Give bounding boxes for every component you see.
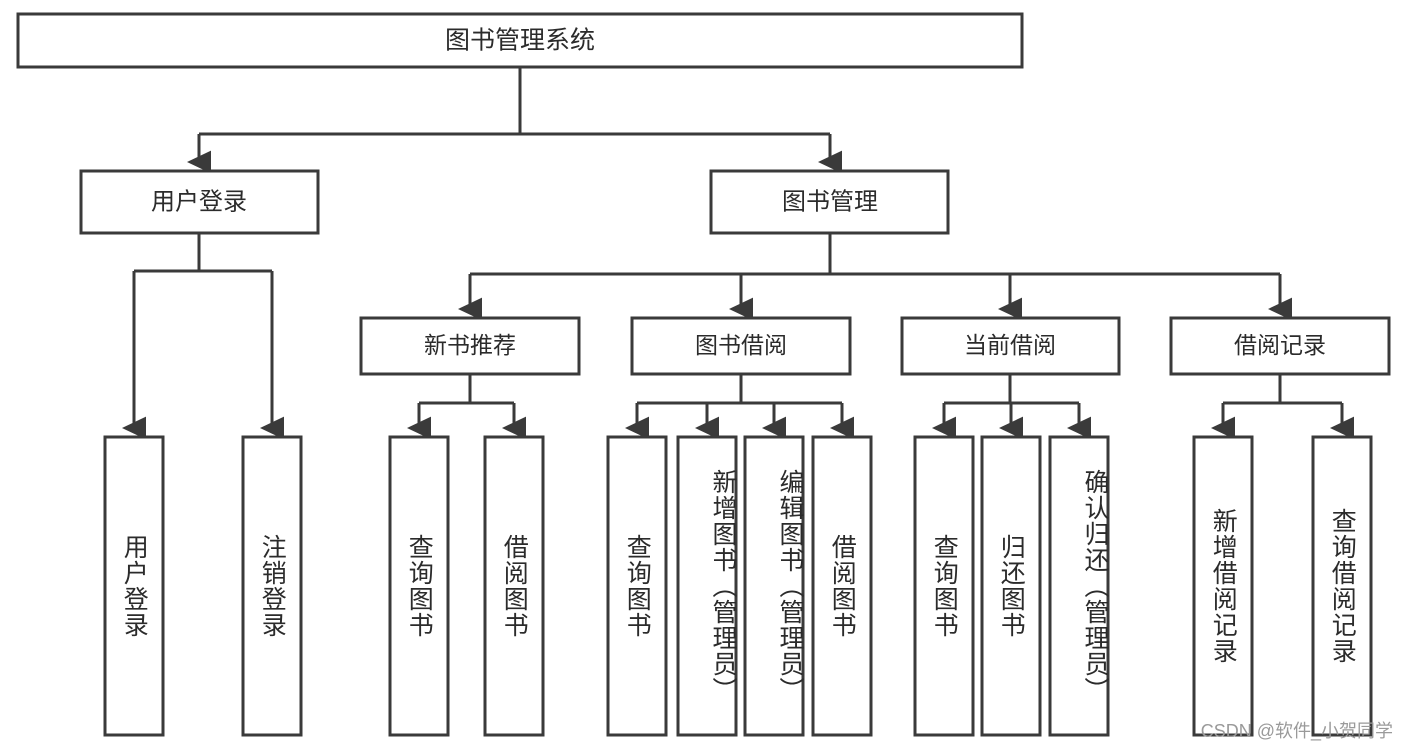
leaf-br-add-record-box[interactable]	[1192, 435, 1254, 737]
leaf-rec-query-book-box[interactable]	[388, 435, 450, 737]
leaf-bb-edit-book-box[interactable]	[743, 435, 805, 737]
node-new-book-recommend[interactable]: 新书推荐	[359, 316, 581, 376]
node-book-manage-box[interactable]	[709, 169, 950, 235]
leaf-bb-borrow-book-box[interactable]	[811, 435, 873, 737]
leaf-cb-return-book-box[interactable]	[980, 435, 1042, 737]
leaf-cb-query-book-box[interactable]	[913, 435, 975, 737]
node-current-borrow-box[interactable]	[900, 316, 1121, 376]
leaf-box-group	[103, 435, 1373, 737]
leaf-rec-borrow-book-box[interactable]	[483, 435, 545, 737]
node-book-manage-label: 图书管理	[782, 188, 878, 215]
node-root-box[interactable]	[16, 12, 1024, 69]
node-borrow-record-box[interactable]	[1169, 316, 1391, 376]
node-root[interactable]: 图书管理系统	[16, 12, 1024, 69]
leaf-bb-add-book-box[interactable]	[676, 435, 738, 737]
leaf-br-query-record-box[interactable]	[1311, 435, 1373, 737]
leaf-cb-confirm-return-box[interactable]	[1048, 435, 1110, 737]
node-book-borrow[interactable]: 图书借阅	[630, 316, 852, 376]
node-new-book-recommend-box[interactable]	[359, 316, 581, 376]
node-borrow-record-label: 借阅记录	[1234, 332, 1326, 358]
leaf-user-login-box[interactable]	[103, 435, 165, 737]
node-current-borrow[interactable]: 当前借阅	[900, 316, 1121, 376]
node-new-book-recommend-label: 新书推荐	[424, 332, 516, 358]
node-book-borrow-box[interactable]	[630, 316, 852, 376]
node-current-borrow-label: 当前借阅	[964, 332, 1056, 358]
node-user-login[interactable]: 用户登录	[79, 169, 320, 235]
leaf-bb-query-book-box[interactable]	[606, 435, 668, 737]
node-borrow-record[interactable]: 借阅记录	[1169, 316, 1391, 376]
node-book-manage[interactable]: 图书管理	[709, 169, 950, 235]
node-root-label: 图书管理系统	[445, 27, 595, 55]
watermark-text: CSDN @软件_小贺同学	[1200, 721, 1393, 741]
node-book-borrow-label: 图书借阅	[695, 332, 787, 358]
edge-group	[122, 67, 1355, 440]
node-user-login-box[interactable]	[79, 169, 320, 235]
leaf-user-logout-box[interactable]	[241, 435, 303, 737]
node-user-login-label: 用户登录	[151, 188, 247, 215]
